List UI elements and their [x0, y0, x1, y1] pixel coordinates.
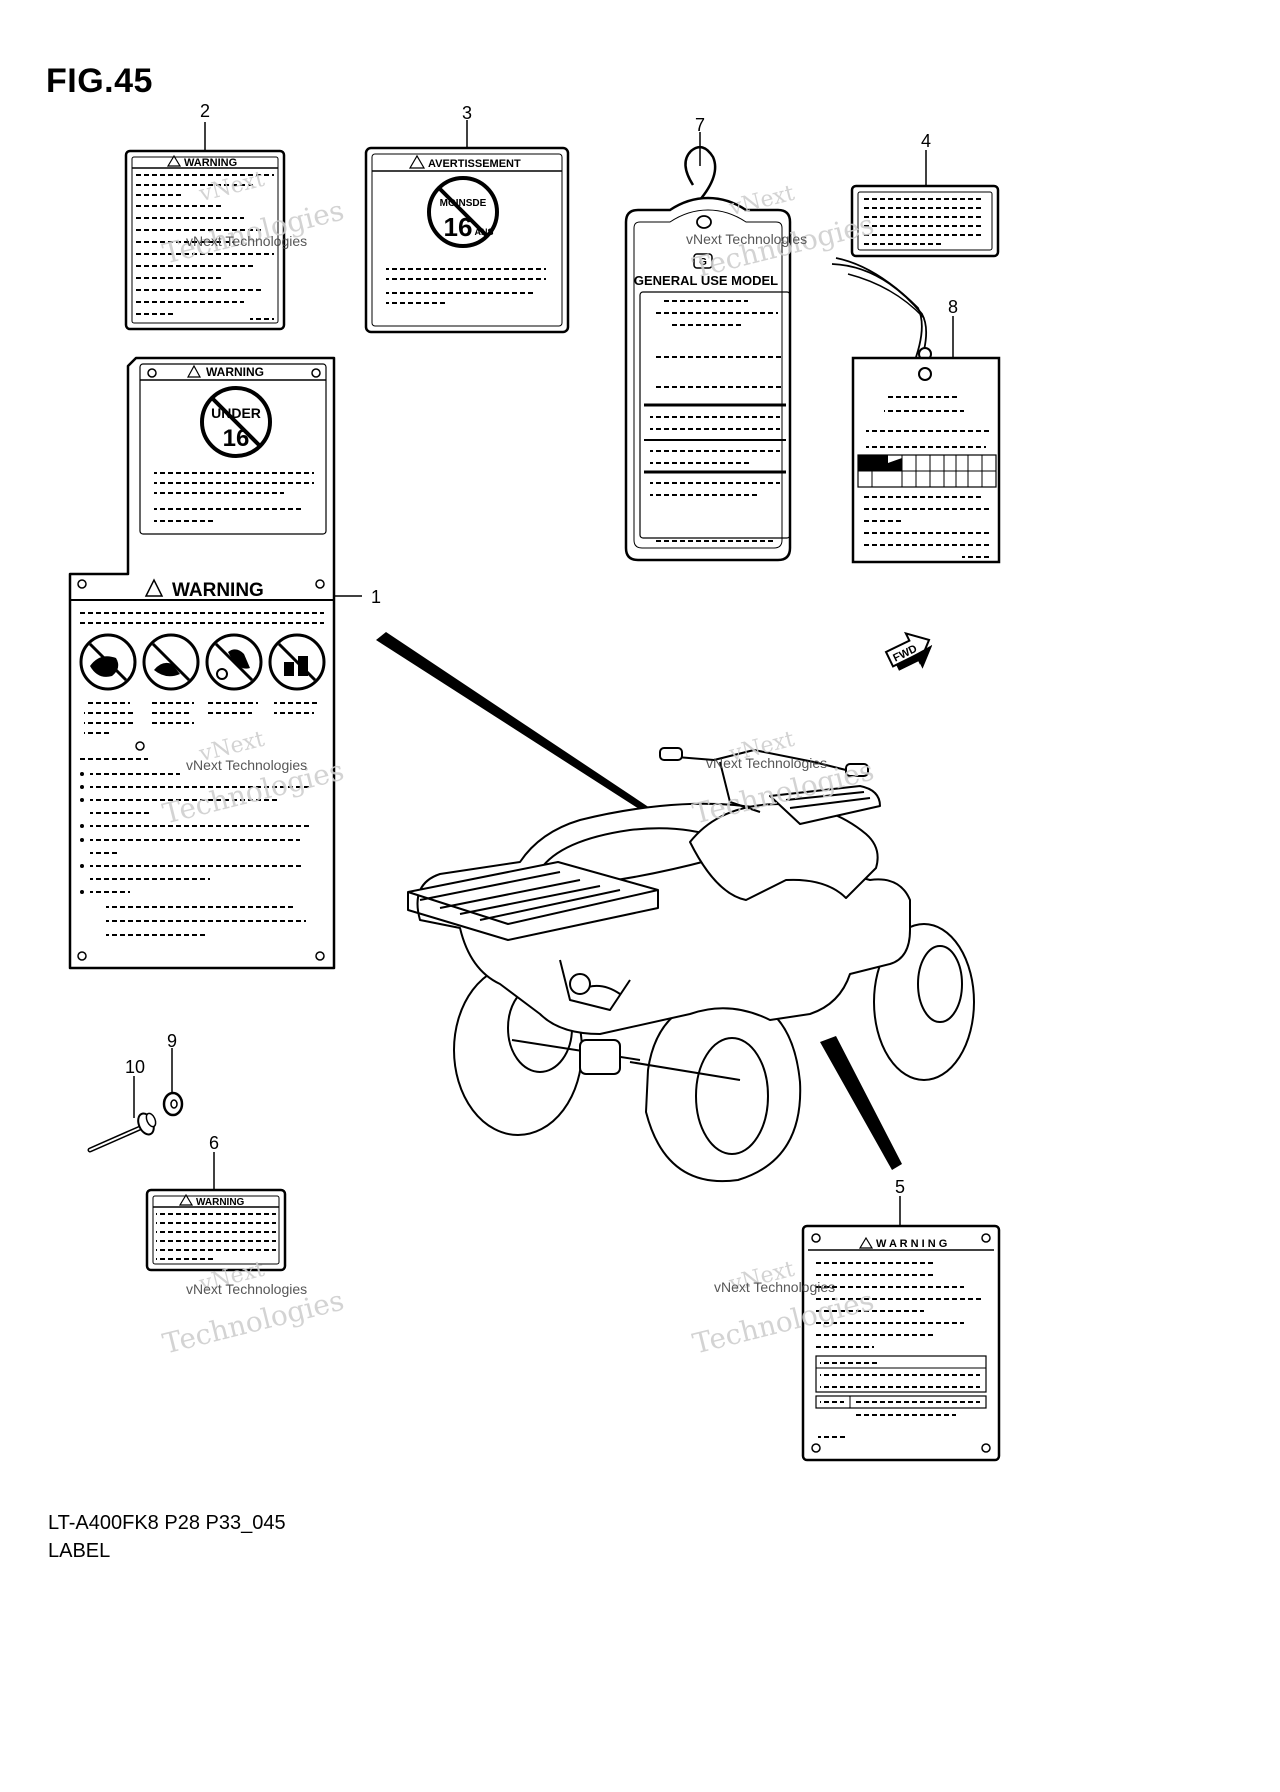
callout-1: 1 — [370, 587, 381, 607]
figure-name: LABEL — [48, 1540, 111, 1562]
warning-triangle-icon — [144, 578, 164, 597]
washer-9 — [162, 1091, 184, 1117]
label-1-upper-heading: WARNING — [206, 365, 264, 379]
svg-text:vNext Technologies: vNext Technologies — [686, 231, 807, 247]
warning-triangle-icon — [178, 1193, 194, 1206]
label-3-avertissement-sticker: AVERTISSEMENT MOINSDE 16 ANS — [364, 146, 570, 334]
pointer-wedge-to-label-1 — [376, 632, 656, 816]
label-7-heading: GENERAL USE MODEL — [634, 273, 778, 288]
atv-illustration — [407, 747, 975, 1183]
g-mark-icon — [693, 253, 713, 269]
svg-text:vNext Technologies: vNext Technologies — [186, 233, 307, 249]
label-7-general-use-model-tag: G GENERAL USE MODEL — [624, 145, 792, 562]
no-under-16-icon: MOINSDE 16 ANS — [427, 176, 499, 248]
svg-text:G: G — [699, 257, 707, 268]
warning-triangle-icon — [858, 1236, 874, 1249]
label-3-heading: AVERTISSEMENT — [428, 158, 521, 170]
warning-triangle-icon — [408, 154, 426, 169]
svg-text:MOINSDE: MOINSDE — [440, 198, 487, 209]
callout-10: 10 — [124, 1057, 146, 1077]
svg-text:vNext Technologies: vNext Technologies — [186, 1281, 307, 1297]
label-5-warning-sticker: W A R N I N G — [801, 1224, 1001, 1462]
svg-text:vNext Technologies: vNext Technologies — [186, 757, 307, 773]
warning-triangle-icon — [186, 364, 202, 378]
svg-text:vNext Technologies: vNext Technologies — [706, 755, 827, 771]
label-8-hang-tag — [831, 257, 1001, 564]
label-5-heading: W A R N I N G — [876, 1238, 947, 1250]
svg-text:vNext Technologies: vNext Technologies — [714, 1279, 835, 1295]
pointer-wedge-to-label-5 — [820, 1036, 902, 1170]
callout-4: 4 — [920, 131, 931, 151]
label-6-warning-sticker: WARNING — [145, 1188, 287, 1272]
no-under-16-icon: UNDER 16 — [200, 386, 272, 458]
label-2-heading: WARNING — [184, 157, 237, 169]
label-2-warning-sticker: WARNING — [124, 149, 286, 331]
fwd-arrow-icon: FWD — [884, 631, 933, 671]
callout-3: 3 — [461, 103, 472, 123]
callout-9: 9 — [166, 1031, 177, 1051]
callout-8: 8 — [947, 297, 958, 317]
callout-5: 5 — [894, 1177, 905, 1197]
text-lines — [134, 174, 274, 320]
figure-title: FIG.45 — [46, 62, 153, 100]
callout-7: 7 — [694, 115, 705, 135]
label-4-sticker — [850, 184, 1000, 258]
watermarks: vNext Technologies vNext Technologies vN… — [159, 167, 877, 1361]
prohibition-pictograms — [79, 633, 326, 691]
callout-2: 2 — [199, 101, 210, 121]
callout-6: 6 — [208, 1133, 219, 1153]
figure-code: LT-A400FK8 P28 P33_045 — [48, 1512, 286, 1534]
warning-triangle-icon — [166, 154, 182, 167]
label-1-main-heading: WARNING — [172, 580, 264, 601]
rivet-10 — [87, 1112, 157, 1153]
label-8-table — [857, 454, 997, 488]
label-6-heading: WARNING — [196, 1197, 245, 1208]
label-1-warning-sticker: WARNING UNDER 16 WARNING — [68, 356, 336, 970]
